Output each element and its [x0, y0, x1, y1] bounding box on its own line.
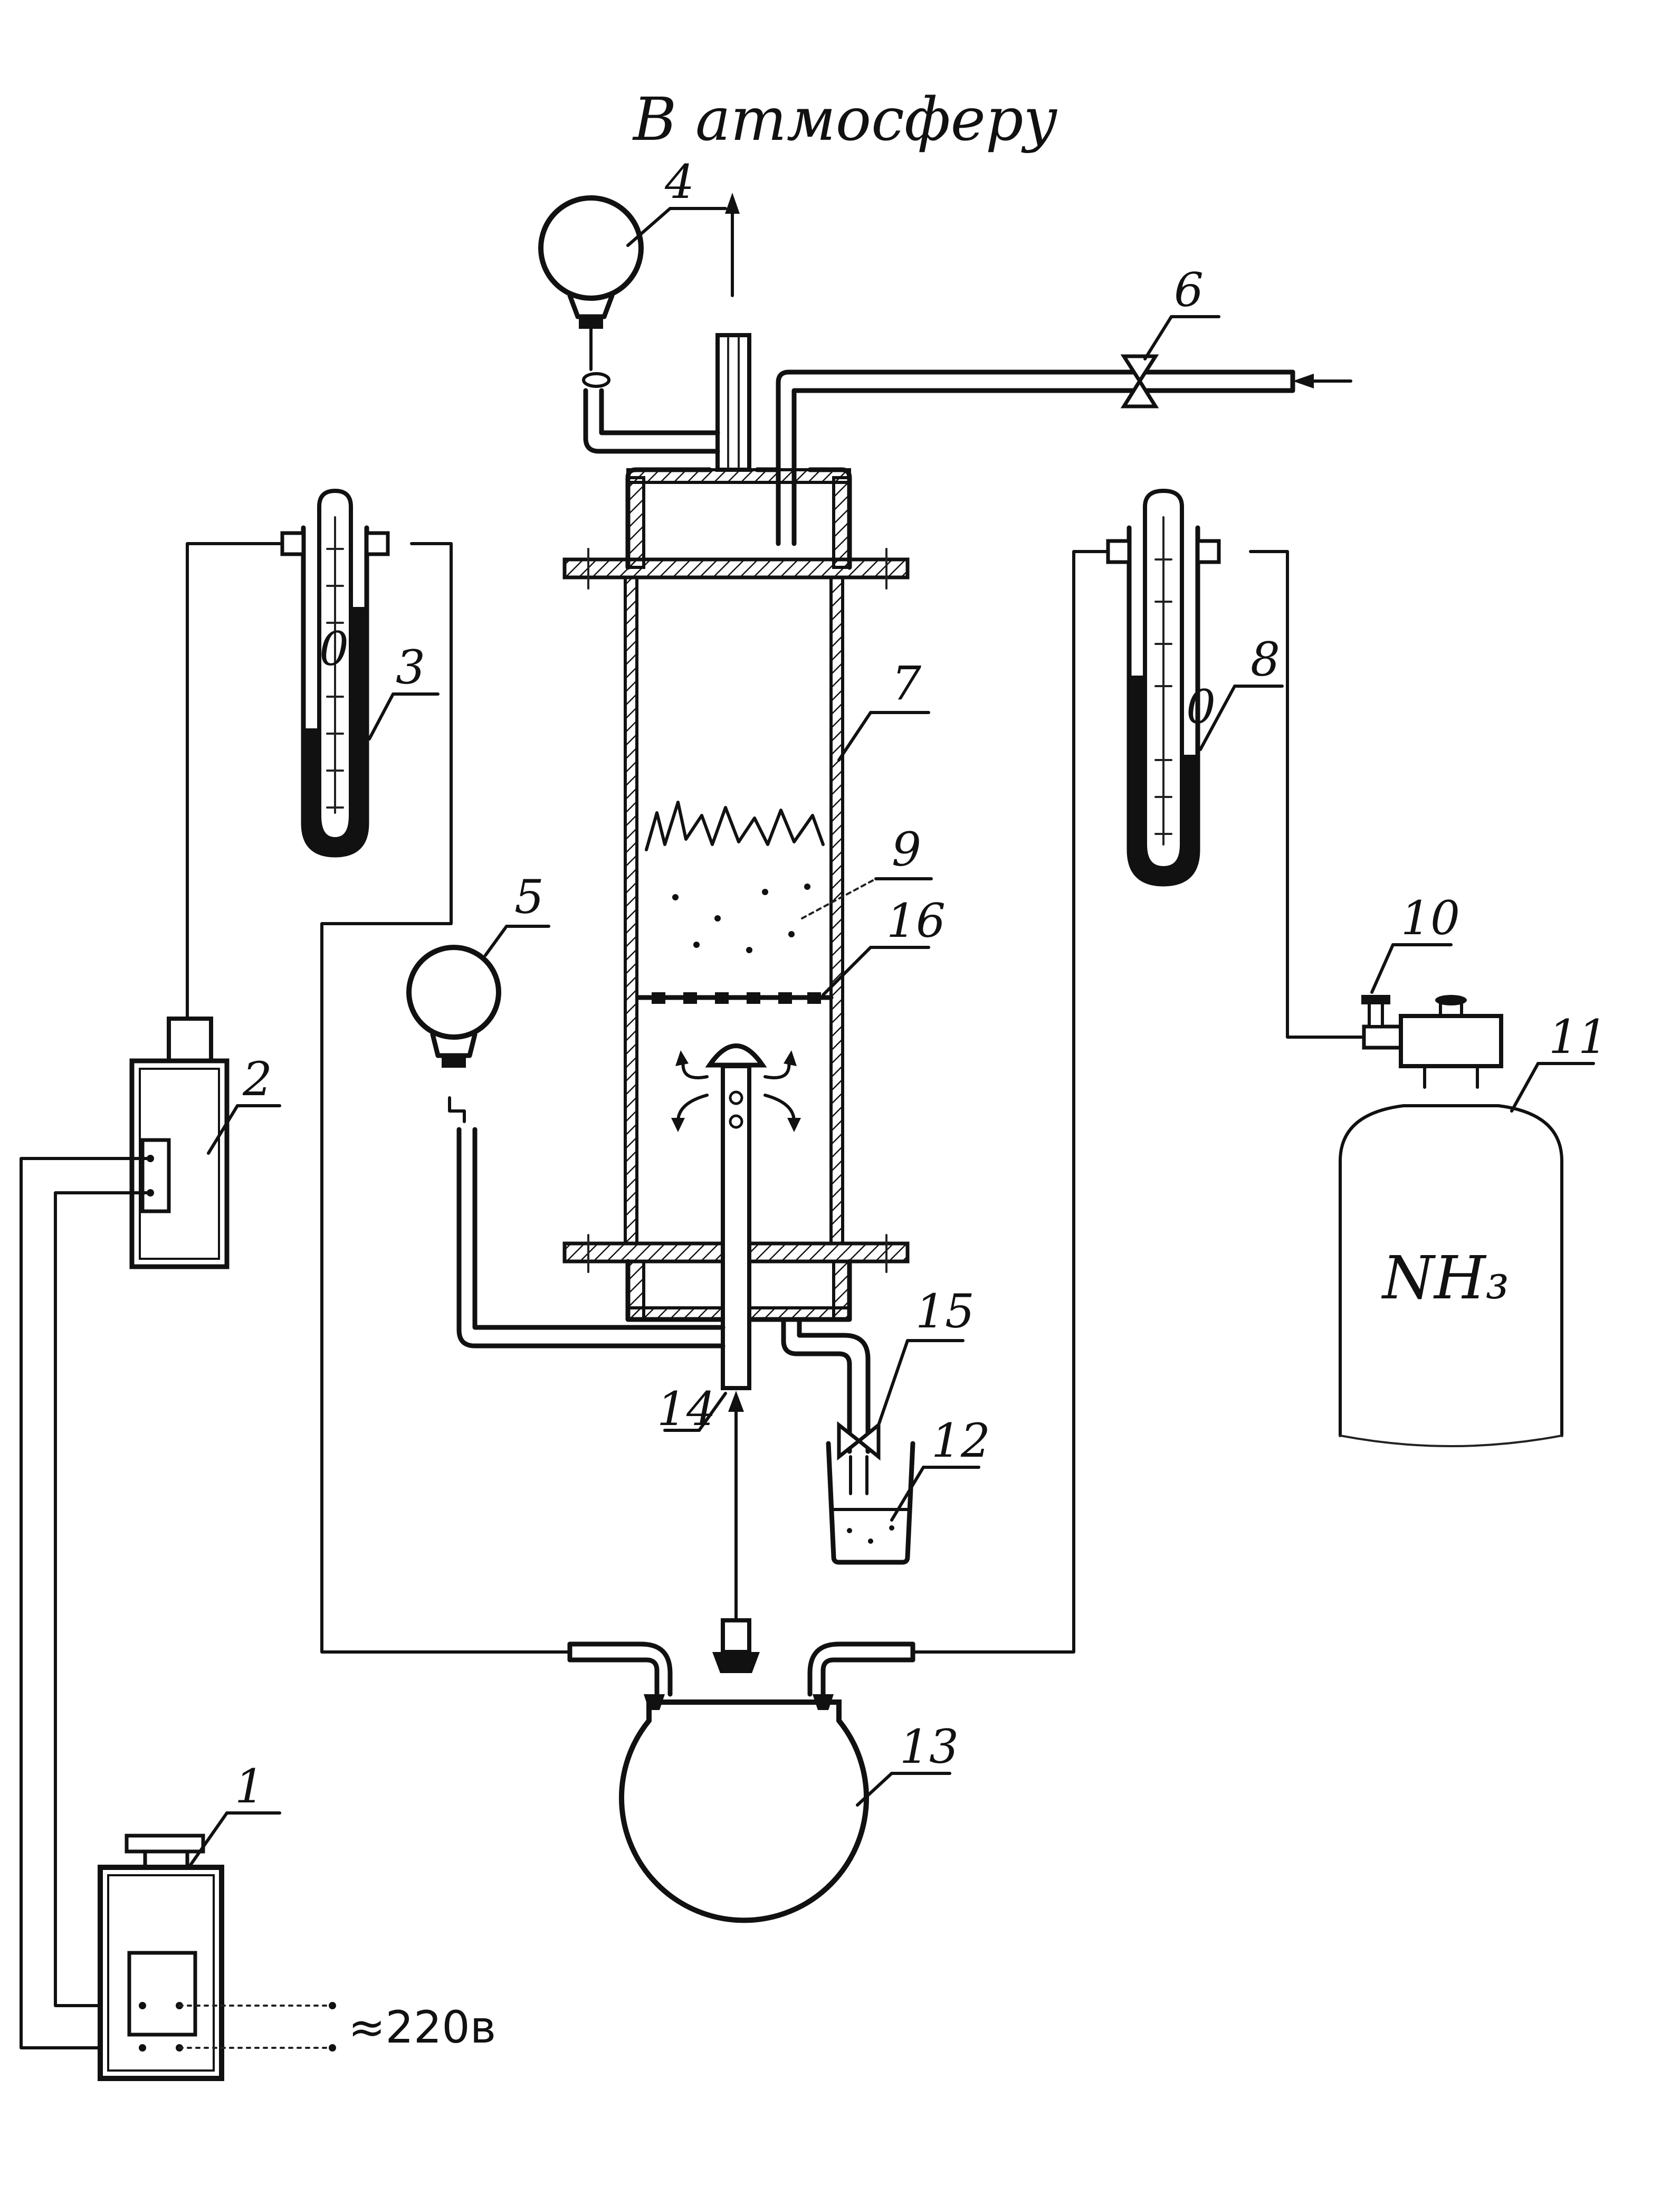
- right-connection-lines: [911, 550, 1363, 1654]
- callout-13: 13: [856, 1720, 959, 1807]
- svg-text:12: 12: [931, 1413, 990, 1468]
- pressure-gauge-4: [538, 195, 720, 454]
- inlet-arrow: [1293, 374, 1352, 388]
- manometer-8-zero: 0: [1186, 680, 1216, 734]
- valve-15[interactable]: [837, 1421, 881, 1461]
- callout-12: 12: [890, 1413, 990, 1522]
- svg-text:7: 7: [892, 656, 921, 710]
- svg-text:16: 16: [886, 894, 946, 948]
- svg-text:3: 3: [396, 640, 425, 695]
- drain-line: [781, 1317, 871, 1454]
- manometer-3-zero: 0: [319, 622, 349, 676]
- callout-5: 5: [484, 870, 550, 957]
- svg-text:15: 15: [915, 1284, 975, 1338]
- valve-6[interactable]: [1120, 354, 1159, 409]
- svg-text:11: 11: [1549, 1010, 1608, 1064]
- callout-9: 9: [801, 822, 933, 919]
- atmosphere-label: В атмосферу: [632, 86, 1058, 154]
- exhaust-arrow: [725, 193, 740, 297]
- reactor-column: [562, 467, 910, 1322]
- left-connection-lines: [186, 542, 571, 1654]
- distribution-grid-16: [636, 992, 834, 1004]
- beaker-12: [826, 1441, 915, 1565]
- ammonia-formula: NH₃: [1381, 1244, 1510, 1313]
- callout-11: 11: [1510, 1010, 1608, 1113]
- ammonia-cylinder-11: NH₃: [1339, 1104, 1563, 1447]
- callout-6: 6: [1143, 263, 1220, 360]
- pressure-regulator-10[interactable]: [1361, 995, 1503, 1089]
- callout-15: 15: [877, 1284, 975, 1427]
- svg-text:1: 1: [235, 1759, 264, 1813]
- callout-16: 16: [822, 894, 946, 996]
- svg-text:6: 6: [1174, 263, 1204, 317]
- svg-text:2: 2: [242, 1052, 272, 1106]
- svg-text:10: 10: [1401, 891, 1460, 945]
- catalyst-bed: [645, 801, 825, 953]
- callout-14: 14: [657, 1382, 727, 1436]
- callout-7: 7: [837, 656, 930, 762]
- ammonia-inlet-pipe: [776, 354, 1352, 546]
- svg-text:5: 5: [514, 870, 544, 924]
- u-manometer-3: 0: [280, 488, 390, 858]
- spray-tube-14: [671, 1043, 801, 1622]
- callout-10: 10: [1370, 891, 1460, 994]
- round-flask-13: [567, 1618, 915, 1923]
- mains-voltage-label: ≈220в: [348, 2001, 496, 2053]
- callout-8: 8: [1199, 632, 1284, 751]
- svg-text:9: 9: [892, 822, 921, 877]
- callout-1: 1: [188, 1759, 281, 1867]
- pressure-gauge-5: [406, 945, 726, 1349]
- exhaust-stack: [715, 333, 751, 472]
- svg-text:13: 13: [900, 1720, 959, 1774]
- u-manometer-8: 0: [1106, 488, 1221, 887]
- callout-2: 2: [207, 1052, 281, 1155]
- svg-text:14: 14: [657, 1382, 716, 1436]
- callout-4: 4: [626, 155, 727, 247]
- power-supply-1: ≈220в: [98, 1834, 496, 2081]
- thermostat-2: [20, 1017, 230, 2049]
- svg-text:4: 4: [664, 155, 694, 209]
- callout-3: 3: [368, 640, 440, 740]
- svg-text:8: 8: [1251, 632, 1280, 687]
